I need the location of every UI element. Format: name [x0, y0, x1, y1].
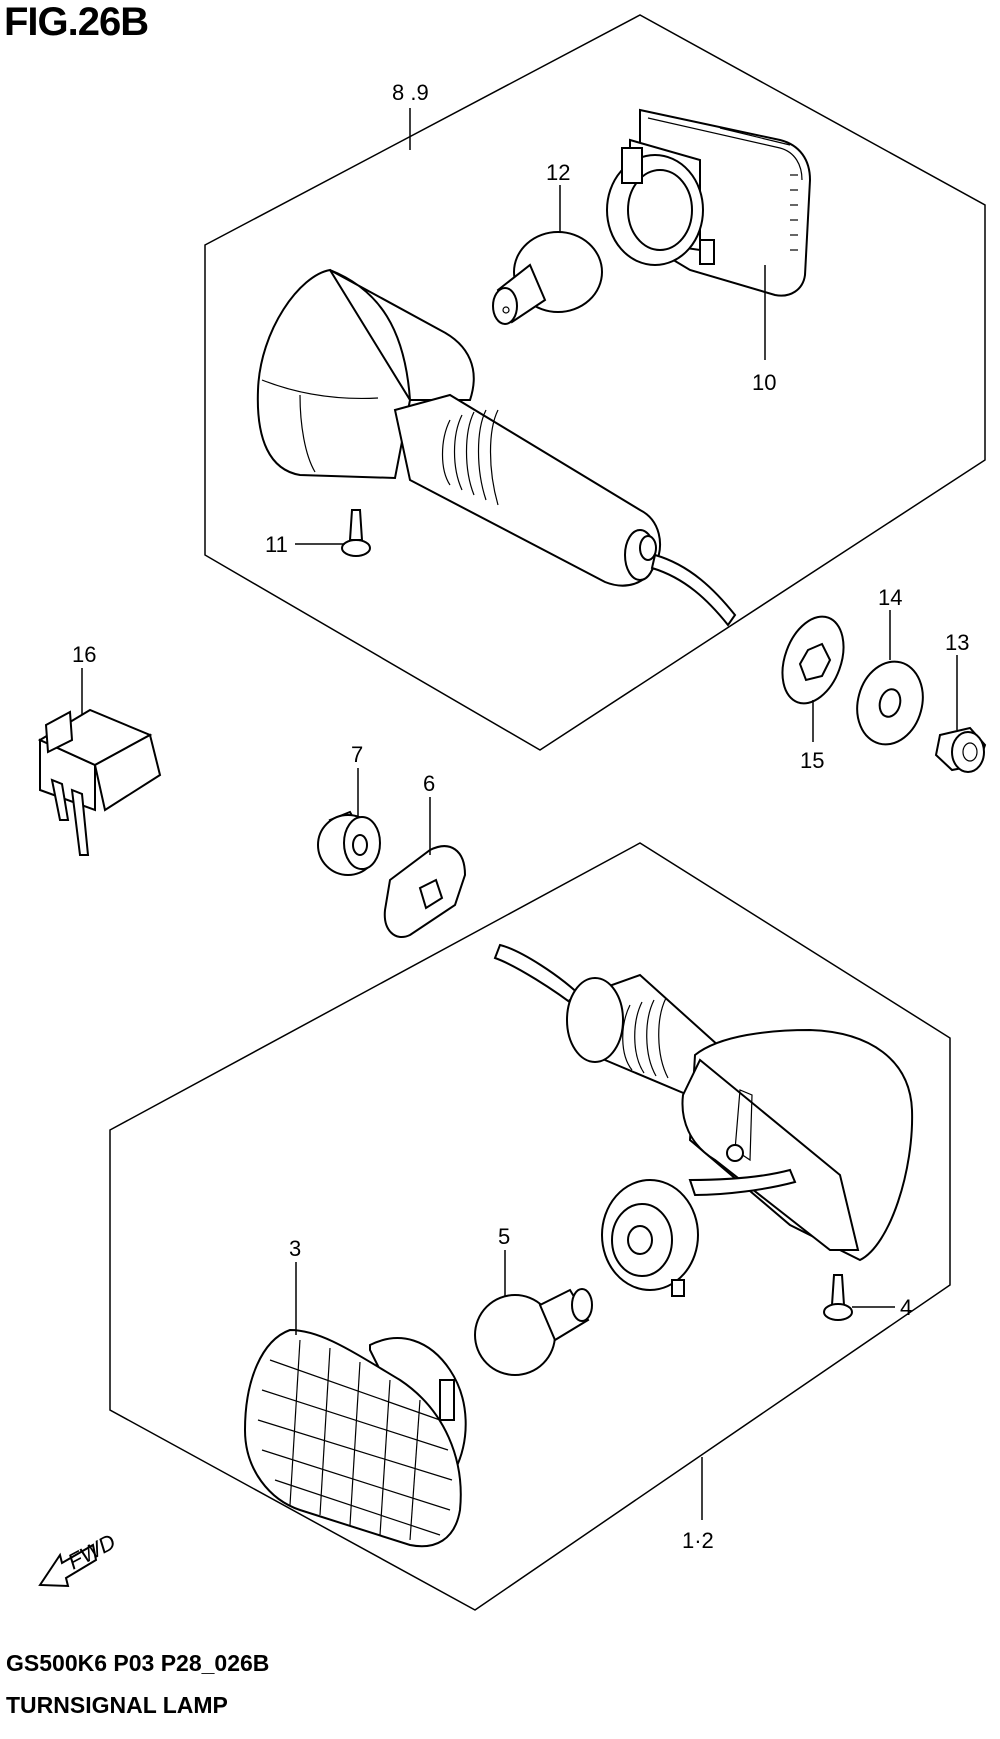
fwd-label: FWD	[64, 1529, 120, 1575]
callout-4: 4	[900, 1295, 912, 1320]
callout-7: 7	[351, 742, 363, 767]
leader-lines	[81, 108, 958, 1520]
model-code: GS500K6 P03 P28_026B	[6, 1650, 270, 1676]
callout-14: 14	[878, 585, 902, 610]
front-bulb-socket	[601, 1168, 797, 1297]
front-lamp-housing	[493, 943, 914, 1262]
rear-lamp-housing	[256, 268, 737, 627]
callout-1-2: 1·2	[682, 1528, 714, 1553]
lower-assembly-frame	[109, 842, 951, 1611]
nut-13	[934, 726, 987, 773]
cushion-7	[317, 810, 381, 876]
fwd-arrow-icon	[38, 1543, 98, 1588]
rear-bulb	[492, 231, 603, 325]
callout-6: 6	[423, 771, 435, 796]
washer-15	[781, 615, 845, 705]
callout-3: 3	[289, 1236, 301, 1261]
washer-14	[856, 660, 924, 746]
upper-assembly-frame	[204, 14, 986, 751]
callout-5: 5	[498, 1224, 510, 1249]
front-lens	[243, 1328, 467, 1548]
diagram-name: TURNSIGNAL LAMP	[6, 1692, 228, 1718]
callout-16: 16	[72, 642, 96, 667]
screw-4	[823, 1274, 853, 1321]
callout-15: 15	[800, 748, 824, 773]
callout-13: 13	[945, 630, 969, 655]
callout-11: 11	[265, 532, 288, 557]
rear-lens	[606, 108, 812, 297]
figure-title: FIG.26B	[4, 0, 149, 44]
callout-8-9: 8 .9	[392, 80, 429, 105]
cushion-6	[383, 845, 467, 938]
screw-11	[341, 509, 371, 557]
front-bulb	[474, 1288, 593, 1376]
callout-10: 10	[752, 370, 776, 395]
callout-12: 12	[546, 160, 570, 185]
turn-signal-relay	[37, 708, 162, 856]
